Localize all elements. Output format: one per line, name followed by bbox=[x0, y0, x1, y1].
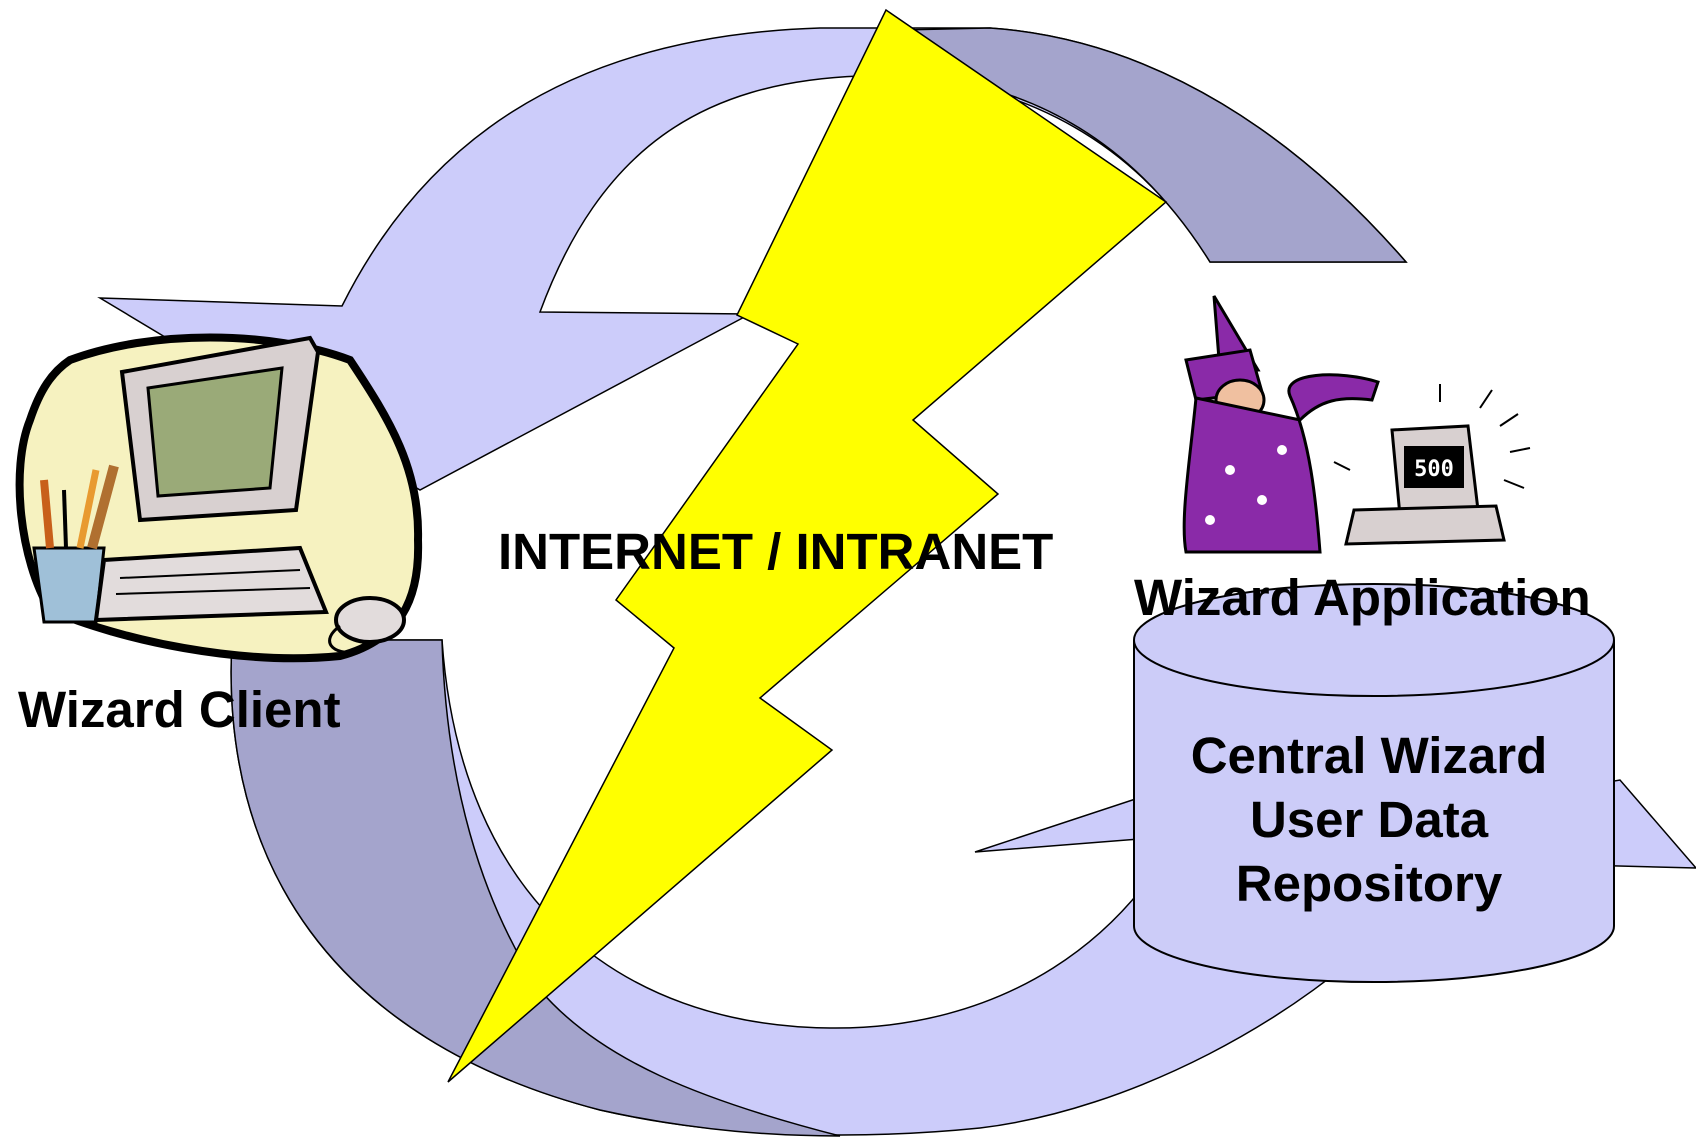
repository-label: Central Wizard User Data Repository bbox=[1134, 724, 1604, 916]
application-label: Wizard Application bbox=[1134, 569, 1591, 626]
top-flow-arrow-shade bbox=[899, 27, 1408, 263]
lightning-bolt-icon bbox=[447, 8, 1168, 1083]
repository-label-line: User Data bbox=[1249, 791, 1489, 848]
client-computer-icon bbox=[15, 333, 423, 663]
network-label: INTERNET / INTRANET bbox=[498, 523, 1054, 580]
monitor-counter: 500 bbox=[1414, 457, 1454, 482]
repository-label-line: Repository bbox=[1235, 855, 1503, 912]
application-computer-icon: 500 bbox=[1333, 384, 1531, 546]
repository-label-line: Central Wizard bbox=[1190, 727, 1548, 784]
client-label: Wizard Client bbox=[18, 681, 341, 738]
repository-cylinder-icon bbox=[1133, 583, 1615, 983]
wizard-icon bbox=[1182, 295, 1380, 554]
bottom-flow-arrow-shade bbox=[230, 639, 841, 1137]
